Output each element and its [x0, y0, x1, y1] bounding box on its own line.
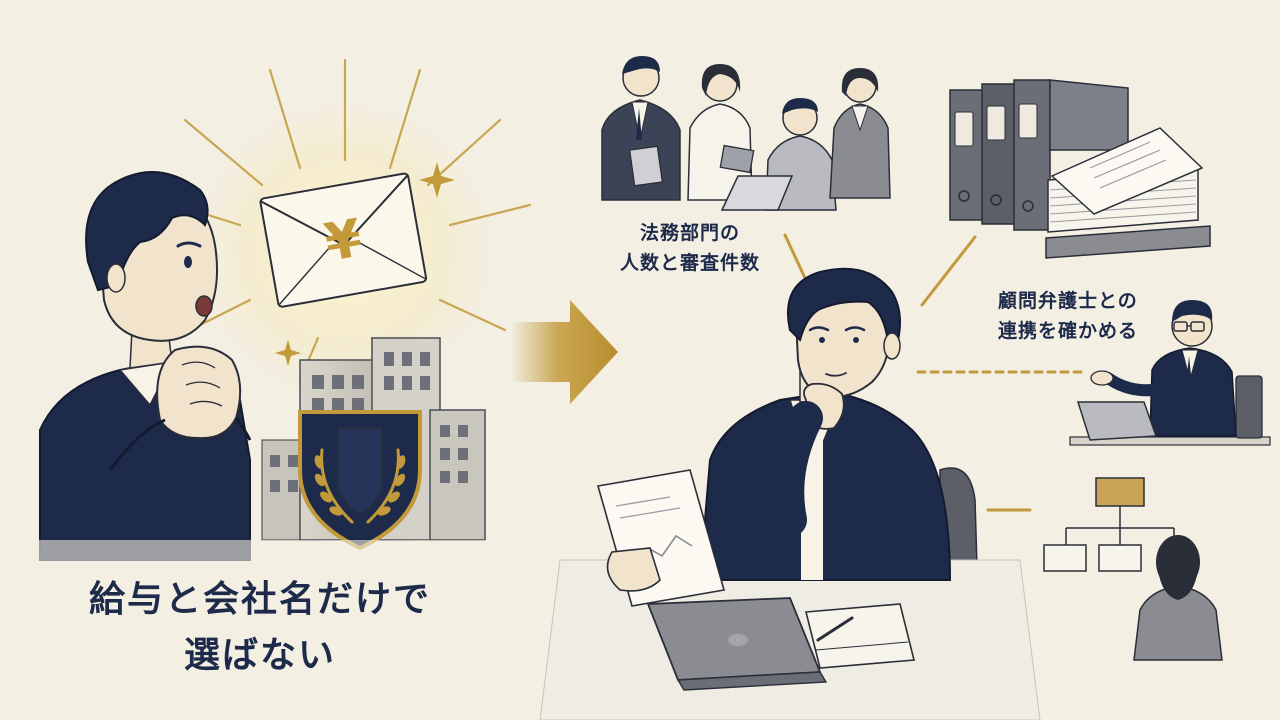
legal-caption-line2: 人数と審査件数: [620, 252, 761, 274]
arrow-right-icon: [510, 300, 618, 404]
advisor-caption-line2: 連携を確かめる: [998, 320, 1139, 342]
legal-team-group: [601, 56, 891, 211]
advisor-lawyer: [1069, 300, 1271, 446]
connector-lines: [783, 233, 1084, 512]
team-laptop-icon: [720, 175, 794, 211]
advisor-caption: 顧問弁護士との 連携を確かめる: [998, 286, 1158, 346]
advisor-laptop-icon: [1076, 401, 1158, 441]
main-caption: 給与と会社名だけで 選ばない: [60, 572, 460, 684]
main-caption-line1: 給与と会社名だけで: [88, 579, 431, 620]
binder-stack-icon: [949, 79, 1129, 231]
notebook-icon: [804, 603, 916, 669]
employee-back-view: [1133, 535, 1223, 661]
legal-caption-line1: 法務部門の: [639, 222, 740, 244]
fade-band: [30, 540, 500, 570]
advisor-caption-line1: 顧問弁護士との: [998, 290, 1138, 312]
document-pile-icon: [1045, 127, 1211, 259]
laptop-icon: [646, 597, 828, 691]
excited-young-man: [39, 171, 252, 561]
main-caption-line2: 選ばない: [183, 635, 336, 676]
thinking-man: [539, 267, 1041, 720]
sparkle-icon: [275, 162, 455, 366]
yen-envelope-icon: ¥: [259, 172, 428, 308]
legal-dept-caption: 法務部門の 人数と審査件数: [620, 218, 760, 278]
crest-shield-icon: [298, 410, 422, 551]
org-chart-icon: [1043, 477, 1175, 572]
pen-icon: [816, 616, 854, 642]
